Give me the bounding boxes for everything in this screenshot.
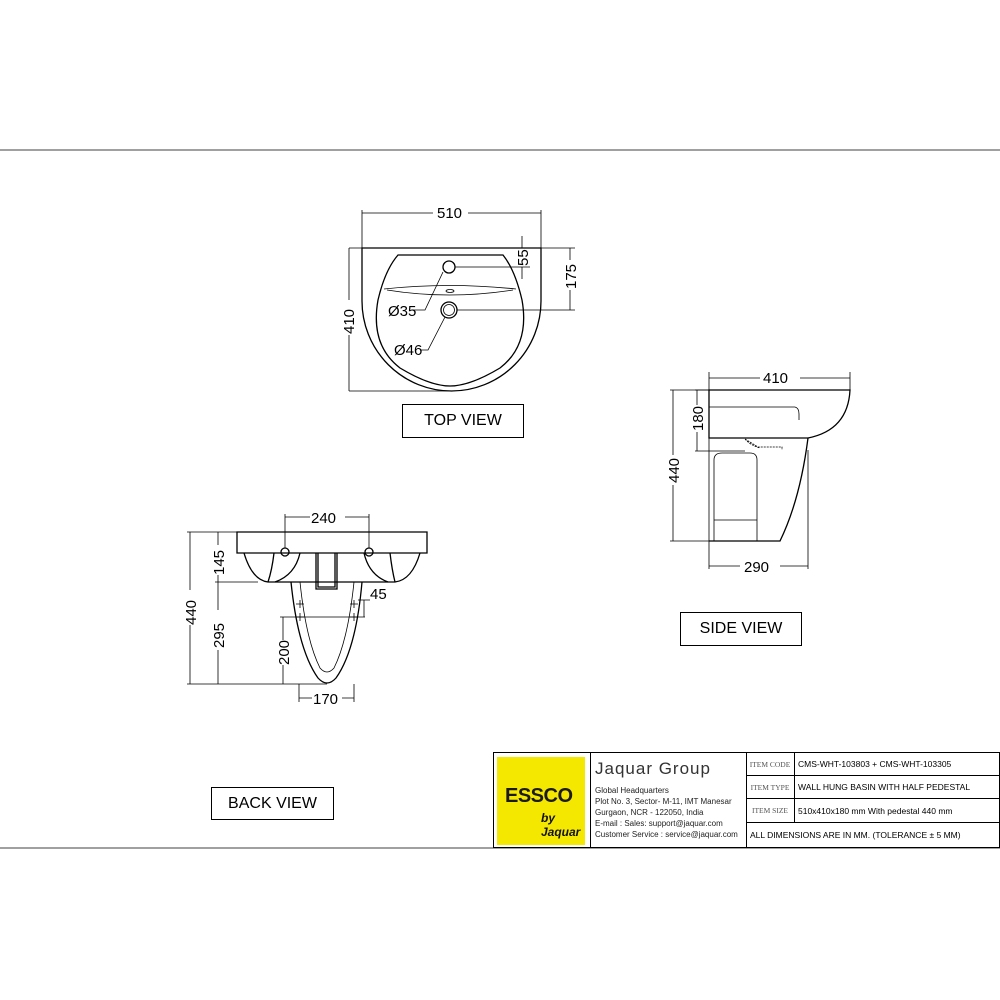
dim-510: 510 (437, 205, 462, 222)
company-info: Jaquar Group Global Headquarters Plot No… (590, 753, 747, 847)
row-key: ITEM TYPE (746, 776, 795, 798)
row-key: ITEM CODE (746, 753, 795, 775)
row-value: WALL HUNG BASIN WITH HALF PEDESTAL (798, 782, 971, 792)
dim-175: 175 (563, 264, 580, 289)
side-view-drawing (670, 372, 851, 569)
company-name: Jaquar Group (595, 759, 711, 778)
row-value: 510x410x180 mm With pedestal 440 mm (798, 805, 953, 816)
back-view-drawing (187, 514, 428, 702)
dim-side-290: 290 (744, 559, 769, 576)
logo-sub: by Jaquar (541, 811, 581, 839)
top-view-drawing (348, 210, 575, 392)
address-line: Global Headquarters (595, 786, 669, 795)
note-row: ALL DIMENSIONS ARE IN MM. (TOLERANCE ± 5… (746, 823, 999, 847)
essco-logo: ESSCO by Jaquar (497, 757, 585, 845)
dim-back-200: 200 (276, 640, 293, 665)
logo-brand: ESSCO (505, 785, 573, 807)
dim-back-295: 295 (211, 623, 228, 648)
dim-410: 410 (341, 309, 358, 334)
dim-55: 55 (515, 249, 532, 266)
back-view-label: BACK VIEW (211, 787, 334, 820)
dim-back-45: 45 (370, 586, 387, 603)
row-key: ITEM SIZE (746, 799, 795, 822)
row-value: CMS-WHT-103803 + CMS-WHT-103305 (798, 759, 952, 769)
dimensions-note: ALL DIMENSIONS ARE IN MM. (TOLERANCE ± 5… (750, 830, 961, 840)
dim-side-410: 410 (763, 370, 788, 387)
address-line: Plot No. 3, Sector- M-11, IMT Manesar (595, 797, 732, 806)
dim-back-170: 170 (313, 691, 338, 708)
title-block: ESSCO by Jaquar Jaquar Group Global Head… (493, 752, 1000, 848)
dim-drain-hole: Ø46 (394, 342, 422, 359)
dim-back-240: 240 (311, 510, 336, 527)
top-view-label: TOP VIEW (402, 404, 524, 438)
side-view-label: SIDE VIEW (680, 612, 802, 646)
dim-back-440: 440 (183, 600, 200, 625)
dim-back-145: 145 (211, 550, 228, 575)
address-line: Customer Service : service@jaquar.com (595, 830, 738, 839)
address-line: Gurgaon, NCR - 122050, India (595, 808, 704, 817)
dim-side-180: 180 (690, 406, 707, 431)
dim-side-440: 440 (666, 458, 683, 483)
address-line: E-mail : Sales: support@jaquar.com (595, 819, 723, 828)
dim-tap-hole: Ø35 (388, 303, 416, 320)
